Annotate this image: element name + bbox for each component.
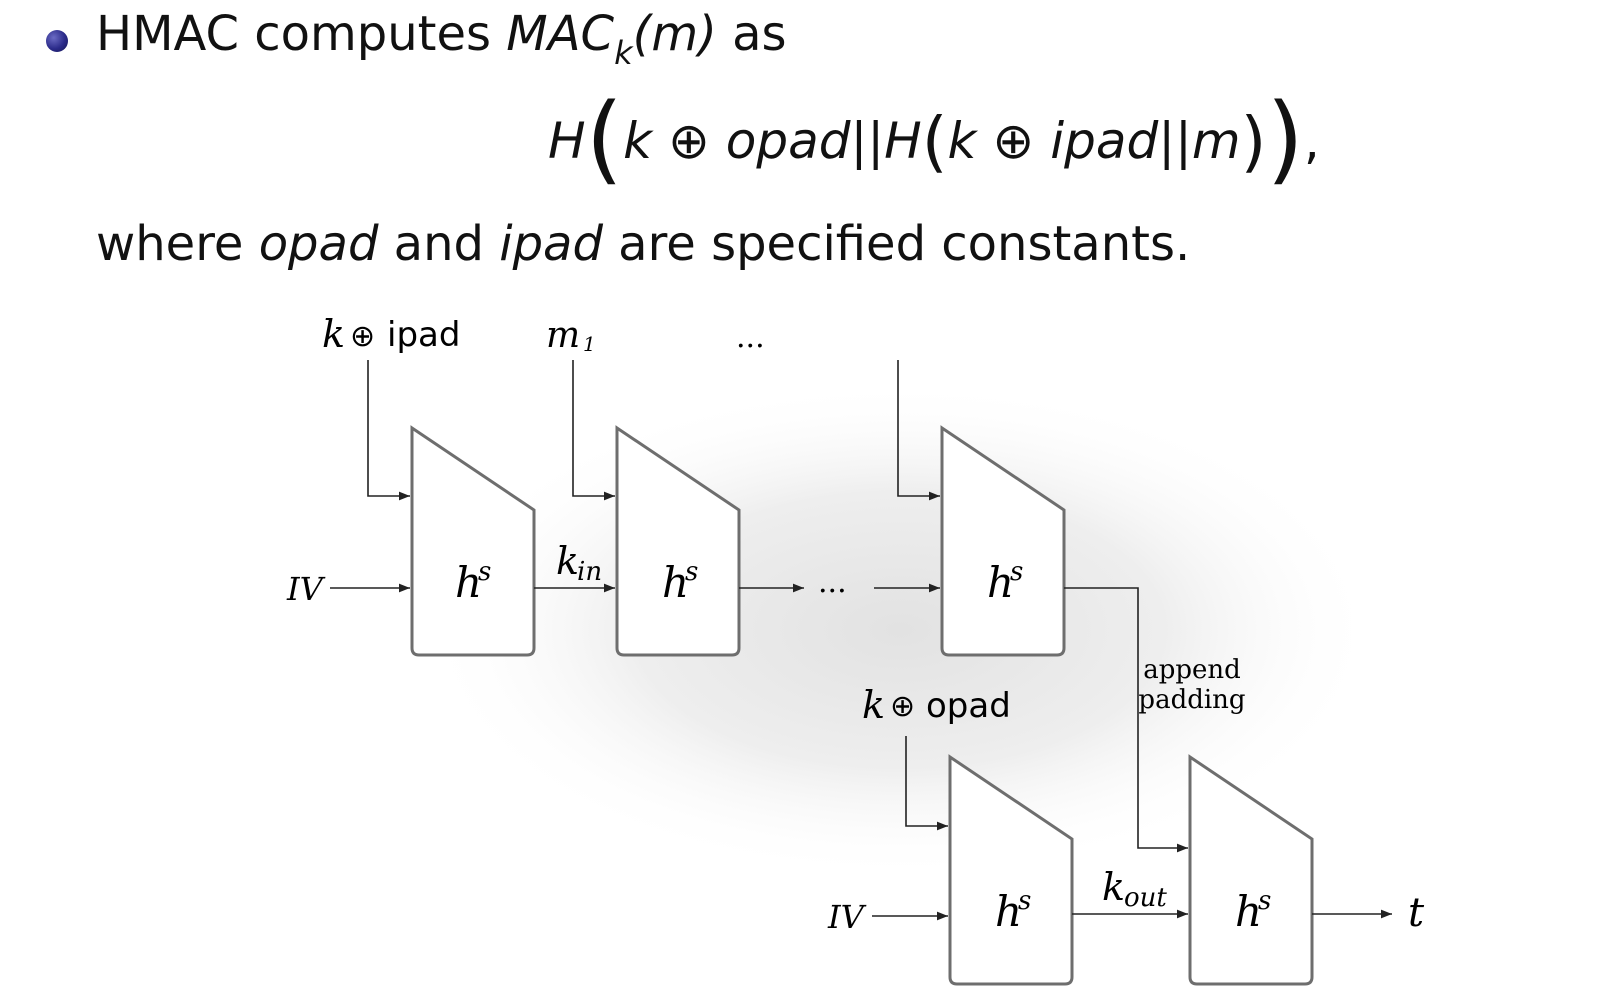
iv-label-bottom: IV bbox=[827, 898, 867, 936]
hs-block-2: h s bbox=[615, 425, 741, 657]
svg-text:h: h bbox=[1235, 887, 1262, 936]
explanation-opad: opad bbox=[258, 216, 379, 272]
formula-h-outer: H bbox=[548, 112, 586, 170]
svg-text:s: s bbox=[1018, 886, 1031, 916]
svg-text:opad: opad bbox=[926, 686, 1011, 726]
mac-subscript: k bbox=[614, 34, 633, 72]
formula-open-paren: ( bbox=[921, 103, 948, 180]
svg-text:k: k bbox=[1102, 865, 1125, 909]
svg-text:s: s bbox=[478, 557, 491, 587]
svg-text:append: append bbox=[1143, 655, 1241, 685]
svg-text:h: h bbox=[995, 887, 1022, 936]
svg-text:⊕: ⊕ bbox=[350, 319, 375, 354]
formula-close-big-paren: ) bbox=[1266, 83, 1304, 195]
svg-text:m: m bbox=[546, 315, 580, 356]
formula-m: m bbox=[1191, 112, 1241, 170]
explanation-ipad: ipad bbox=[499, 216, 603, 272]
output-tag-t: t bbox=[1408, 890, 1425, 936]
input-label-k-ipad: k ⊕ ipad bbox=[322, 312, 460, 356]
k-out-label: k out bbox=[1102, 865, 1167, 913]
hs-block-1: h s bbox=[410, 425, 536, 657]
formula-k2: k bbox=[947, 112, 977, 170]
formula-h-inner: H bbox=[884, 112, 922, 170]
explanation-suffix: are specified constants. bbox=[602, 216, 1191, 272]
hmac-formula: H(k ⊕ opad||H(k ⊕ ipad||m)), bbox=[548, 91, 1320, 187]
hs-block-outer-2: h s bbox=[1188, 754, 1314, 986]
k-in-label: k in bbox=[556, 539, 602, 587]
inner-output-arrow bbox=[1064, 587, 1188, 853]
formula-open-big-paren: ( bbox=[585, 83, 624, 195]
formula-concat1: || bbox=[850, 112, 885, 170]
explanation-prefix: where bbox=[96, 216, 259, 272]
append-padding-label: append padding bbox=[1138, 655, 1245, 715]
hmac-intro-line: HMAC computes MACk(m) as bbox=[96, 6, 787, 72]
intro-suffix: as bbox=[716, 6, 787, 62]
formula-opad: opad bbox=[709, 112, 851, 170]
svg-text:in: in bbox=[577, 557, 602, 587]
svg-text:1: 1 bbox=[583, 332, 596, 356]
svg-text:s: s bbox=[1258, 886, 1271, 916]
svg-text:h: h bbox=[987, 558, 1014, 607]
input-arrow-m1 bbox=[572, 360, 615, 501]
bullet-icon bbox=[46, 30, 68, 52]
formula-xor1: ⊕ bbox=[667, 112, 710, 170]
mac-argument: (m) bbox=[632, 6, 717, 62]
explanation-and: and bbox=[378, 216, 500, 272]
svg-text:⊕: ⊕ bbox=[890, 689, 915, 724]
svg-text:s: s bbox=[685, 557, 698, 587]
svg-text:out: out bbox=[1124, 883, 1167, 913]
formula-close-paren: ) bbox=[1240, 103, 1267, 180]
svg-text:h: h bbox=[455, 558, 482, 607]
input-arrow-mn bbox=[897, 360, 940, 501]
svg-text:k: k bbox=[556, 539, 579, 583]
input-label-ellipsis: ... bbox=[736, 320, 765, 355]
svg-text:h: h bbox=[662, 558, 689, 607]
svg-text:padding: padding bbox=[1138, 685, 1245, 715]
svg-text:k: k bbox=[862, 683, 885, 727]
formula-concat2: || bbox=[1158, 112, 1192, 170]
formula-xor2: ⊕ bbox=[992, 112, 1035, 170]
formula-k1: k bbox=[623, 112, 653, 170]
intro-text: HMAC computes bbox=[96, 6, 507, 62]
input-label-k-opad: k ⊕ opad bbox=[862, 683, 1011, 727]
input-label-m1: m 1 bbox=[546, 315, 596, 356]
chain-ellipsis: ... bbox=[818, 565, 847, 600]
svg-text:k: k bbox=[322, 312, 345, 356]
formula-comma: , bbox=[1303, 112, 1320, 170]
formula-ipad: ipad bbox=[1034, 112, 1159, 170]
hs-block-n: h s bbox=[940, 425, 1066, 657]
iv-label-top: IV bbox=[286, 570, 326, 608]
svg-text:s: s bbox=[1010, 557, 1023, 587]
mac-symbol: MAC bbox=[506, 6, 615, 62]
explanation-line: where opad and ipad are specified consta… bbox=[96, 216, 1190, 272]
input-arrow-k-ipad bbox=[367, 360, 410, 501]
svg-text:ipad: ipad bbox=[387, 315, 460, 355]
input-arrow-k-opad bbox=[905, 736, 948, 831]
hs-block-outer-1: h s bbox=[948, 754, 1074, 986]
